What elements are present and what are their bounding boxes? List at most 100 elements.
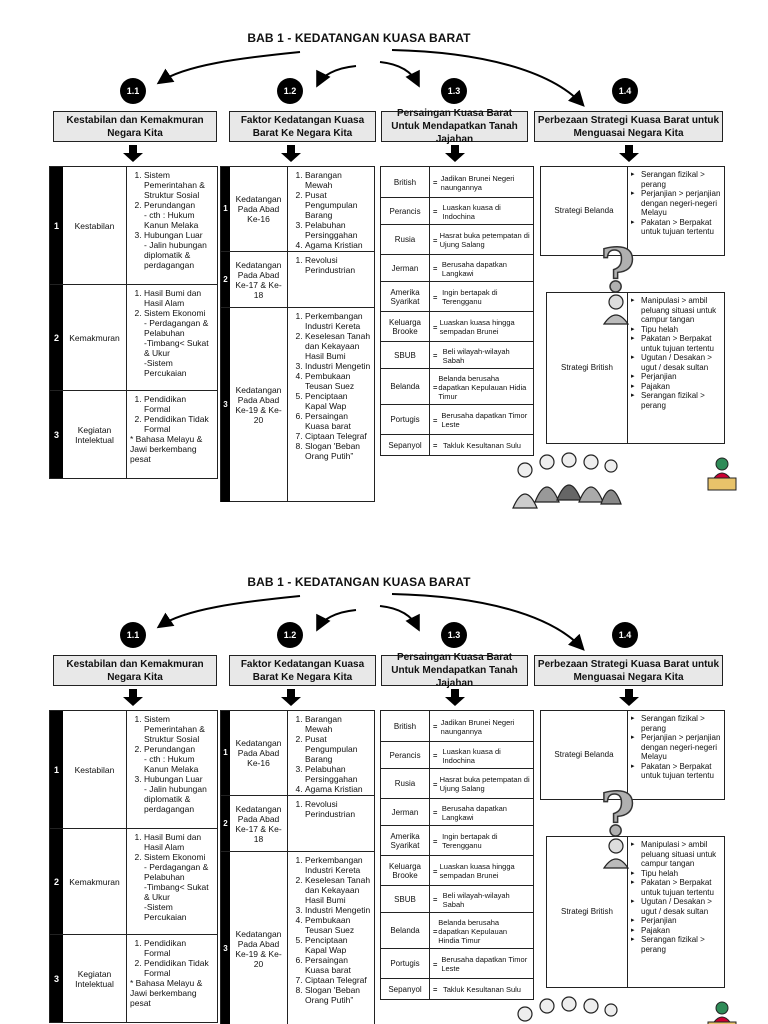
row-label: Rusia — [381, 225, 430, 254]
list-item: Tipu helah — [641, 869, 721, 879]
row-text: Luaskan kuasa di Indochina — [442, 747, 530, 765]
list-item: Pakatan > Berpakat untuk tujuan tertentu — [641, 762, 721, 781]
list-item: Persaingan Kuasa barat — [305, 955, 371, 975]
row-number: 1 — [221, 167, 230, 251]
section-badge-1: 1.1 — [120, 78, 146, 104]
row-text: Jadikan Brunei Negeri naungannya — [441, 718, 530, 736]
table-faktor: 1 Kedatangan Pada Abad Ke-16 Barangan Me… — [220, 710, 375, 1024]
row-number: 3 — [50, 391, 63, 478]
row-text: Luaskan kuasa hingga sempadan Brunei — [440, 862, 530, 880]
list-item: Sistem Pemerintahan & Struktur Sosial — [144, 170, 214, 200]
list-item: Perkembangan Industri Kereta — [305, 311, 371, 331]
list-item: Pembukaan Teusan Suez — [305, 371, 371, 391]
row-label: Amerika Syarikat — [381, 282, 430, 311]
list-item: Revolusi Perindustrian — [305, 799, 371, 819]
table-row: 2 Kemakmuran Hasil Bumi dan Hasil Alam S… — [50, 829, 217, 935]
section-badge-4: 1.4 — [612, 622, 638, 648]
row-number: 3 — [221, 308, 230, 502]
list-item: Pajakan — [641, 926, 721, 936]
historical-figures-illustration — [505, 990, 623, 1024]
list-item: Barangan Mewah — [305, 170, 371, 190]
row-number: 1 — [50, 167, 63, 284]
list-item: Perkembangan Industri Kereta — [305, 855, 371, 875]
row-text: Belanda berusaha dapatkan Kepulauan Hind… — [438, 918, 530, 945]
row-number: 1 — [50, 711, 63, 828]
row-label: Amerika Syarikat — [381, 826, 430, 855]
row-text: Hasrat buka petempatan di Ujung Salang — [440, 231, 530, 249]
list-item: Pendidikan Formal — [144, 394, 214, 414]
list-item: Serangan fizikal > perang — [641, 935, 721, 954]
list-item: Perundangan - cth : Hukum Kanun Melaka — [144, 200, 214, 230]
row-number: 1 — [221, 711, 230, 795]
row-text: Berusaha dapatkan Timor Leste — [441, 411, 530, 429]
list-item: Penciptaan Kapal Wap — [305, 935, 371, 955]
table-row: Jerman=Berusaha dapatkan Langkawi — [381, 255, 533, 282]
table-row: British=Jadikan Brunei Negeri naungannya — [381, 711, 533, 742]
page-copy-2: BAB 1 - KEDATANGAN KUASA BARAT 1.1 1.2 1… — [0, 544, 768, 1024]
list-item: Agama Kristian — [305, 240, 371, 250]
list-item: Agama Kristian — [305, 784, 371, 794]
section-header-2: Faktor Kedatangan Kuasa Barat Ke Negara … — [229, 111, 376, 142]
row-label: Keluarga Brooke — [381, 856, 430, 885]
row-label: Kestabilan — [63, 711, 127, 828]
row-label: Sepanyol — [381, 435, 430, 455]
historical-figures-illustration — [505, 446, 623, 512]
row-text: Berusaha dapatkan Langkawi — [442, 804, 530, 822]
row-text: Berusaha dapatkan Langkawi — [442, 260, 530, 278]
section-header-3: Persaingan Kuasa Barat Untuk Mendapatkan… — [381, 111, 528, 142]
table-strategi-british: Strategi British Manipulasi > ambil pelu… — [546, 836, 725, 988]
table-row: Rusia=Hasrat buka petempatan di Ujung Sa… — [381, 769, 533, 799]
list-item: Perjanjian > perjanjian dengan negeri-ne… — [641, 733, 721, 762]
section-header-2: Faktor Kedatangan Kuasa Barat Ke Negara … — [229, 655, 376, 686]
row-label: Kegiatan Intelektual — [63, 391, 127, 478]
row-label: SBUB — [381, 886, 430, 912]
table-row: 3 Kedatangan Pada Abad Ke-19 & Ke-20 Per… — [221, 308, 374, 502]
row-label: Kedatangan Pada Abad Ke-16 — [230, 711, 288, 795]
row-label: Perancis — [381, 742, 430, 768]
table-faktor: 1 Kedatangan Pada Abad Ke-16 Barangan Me… — [220, 166, 375, 502]
table-row: Portugis=Berusaha dapatkan Timor Leste — [381, 405, 533, 435]
row-label: Kestabilan — [63, 167, 127, 284]
table-kestabilan: 1 Kestabilan Sistem Pemerintahan & Struk… — [49, 710, 218, 1023]
row-label: Jerman — [381, 255, 430, 281]
row-text: Jadikan Brunei Negeri naungannya — [441, 174, 530, 192]
row-text: Luaskan kuasa di Indochina — [442, 203, 530, 221]
section-header-3: Persaingan Kuasa Barat Untuk Mendapatkan… — [381, 655, 528, 686]
list-item: Sistem Ekonomi - Perdagangan & Pelabuhan… — [144, 852, 214, 922]
page-copy-1: BAB 1 - KEDATANGAN KUASA BARAT 1.1 1.2 1… — [0, 0, 768, 512]
note: * Bahasa Melayu & Jawi berkembang pesat — [130, 434, 214, 464]
list-item: Revolusi Perindustrian — [305, 255, 371, 275]
list-item: Ugutan / Desakan > ugut / desak sultan — [641, 897, 721, 916]
list-item: Perjanjian — [641, 916, 721, 926]
row-number: 2 — [221, 796, 230, 851]
section-badge-3: 1.3 — [441, 78, 467, 104]
row-label: Kemakmuran — [63, 285, 127, 390]
table-row: 3 Kegiatan Intelektual Pendidikan Formal… — [50, 935, 217, 1022]
list-item: Hubungan Luar - Jalin hubungan diplomati… — [144, 230, 214, 270]
list-item: Sistem Pemerintahan & Struktur Sosial — [144, 714, 214, 744]
row-label: Kegiatan Intelektual — [63, 935, 127, 1022]
list-item: Hasil Bumi dan Hasil Alam — [144, 832, 214, 852]
list-item: Ugutan / Desakan > ugut / desak sultan — [641, 353, 721, 372]
table-row: SBUB=Beli wilayah-wilayah Sabah — [381, 886, 533, 913]
table-row: SBUB=Beli wilayah-wilayah Sabah — [381, 342, 533, 369]
row-label: Kemakmuran — [63, 829, 127, 934]
row-number: 3 — [50, 935, 63, 1022]
section-header-1: Kestabilan dan Kemakmuran Negara Kita — [53, 111, 217, 142]
table-row: Keluarga Brooke=Luaskan kuasa hingga sem… — [381, 856, 533, 886]
row-label: SBUB — [381, 342, 430, 368]
list-item: Tipu helah — [641, 325, 721, 335]
list-item: Pendidikan Formal — [144, 938, 214, 958]
table-row: Amerika Syarikat=Ingin bertapak di Teren… — [381, 282, 533, 312]
list-item: Slogan 'Beban Orang Putih” — [305, 985, 371, 1005]
row-label: Kedatangan Pada Abad Ke-19 & Ke-20 — [230, 852, 288, 1024]
row-text: Beli wilayah-wilayah Sabah — [443, 347, 530, 365]
row-number: 2 — [50, 829, 63, 934]
table-row: 1 Kedatangan Pada Abad Ke-16 Barangan Me… — [221, 167, 374, 252]
table-row: Perancis=Luaskan kuasa di Indochina — [381, 198, 533, 225]
list-item: Hasil Bumi dan Hasil Alam — [144, 288, 214, 308]
table-row: 3 Kedatangan Pada Abad Ke-19 & Ke-20 Per… — [221, 852, 374, 1024]
row-label: Rusia — [381, 769, 430, 798]
row-label: Kedatangan Pada Abad Ke-16 — [230, 167, 288, 251]
row-label: Kedatangan Pada Abad Ke-17 & Ke-18 — [230, 252, 288, 307]
